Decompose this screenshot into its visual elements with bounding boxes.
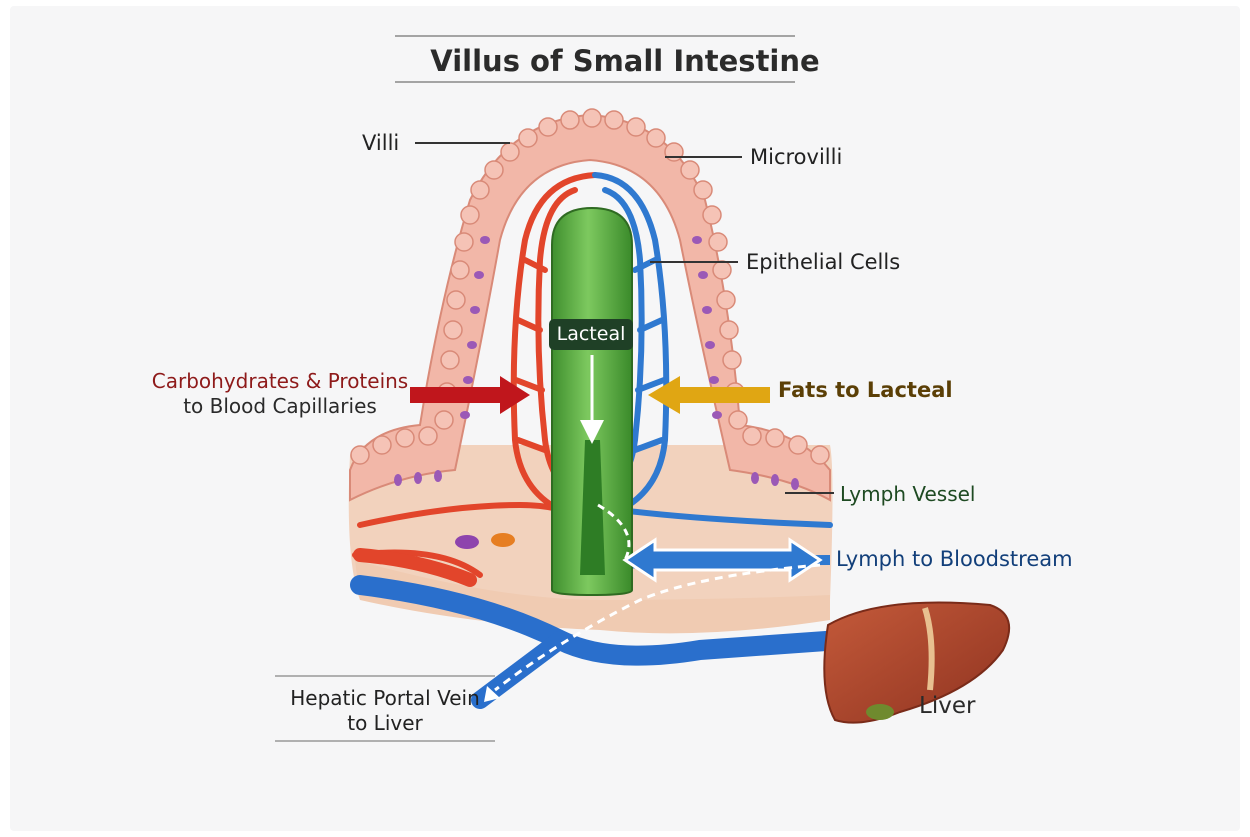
hepatic-portal-vein-label: Hepatic Portal Vein to Liver [270,686,500,736]
gallbladder [866,704,894,720]
nutrient-particle-orange [491,533,515,547]
epithelial-cells-label: Epithelial Cells [746,250,900,274]
hepatic-label-line2: to Liver [270,711,500,736]
hepatic-label-line1: Hepatic Portal Vein [270,686,500,711]
microvilli-label: Microvilli [750,145,842,169]
liver-label: Liver [919,693,975,719]
liver [824,603,1009,723]
nutrient-particle-purple [455,535,479,549]
lymph-to-bloodstream-label: Lymph to Bloodstream [836,547,1073,571]
diagram-title: Villus of Small Intestine [0,44,1250,78]
carbohydrates-label-line1: Carbohydrates & Proteins [130,369,430,394]
lymph-vessel-label: Lymph Vessel [840,482,976,506]
carbohydrates-label: Carbohydrates & Proteins to Blood Capill… [130,369,430,419]
carbohydrates-label-line2: to Blood Capillaries [130,394,430,419]
villi-label: Villi [362,131,399,155]
lacteal-label: Lacteal [549,319,633,350]
fats-label: Fats to Lacteal [778,378,953,402]
